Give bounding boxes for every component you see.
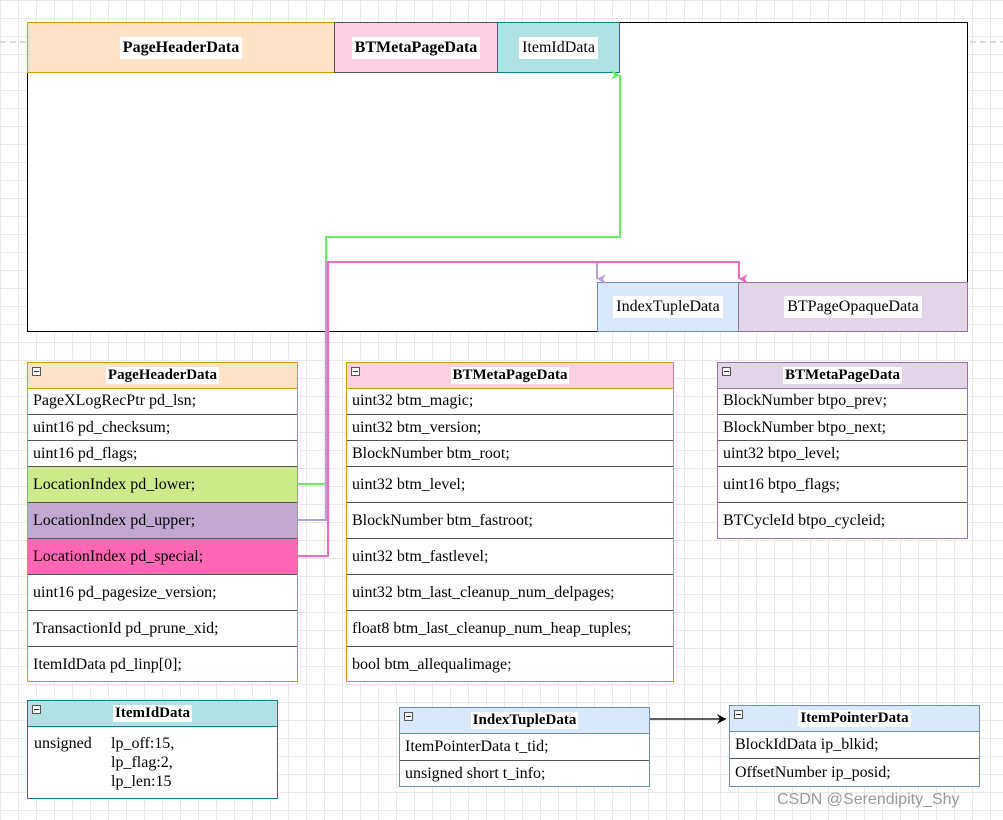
bt-opaque-table: BTMetaPageData BlockNumber btpo_prev; Bl… <box>717 362 968 539</box>
itemid-segment-label: ItemIdData <box>519 36 598 59</box>
itemid-field: lp_flag:2, <box>111 754 173 771</box>
bt-meta-table: BTMetaPageData uint32 btm_magic; uint32 … <box>346 362 674 682</box>
field-text: OffsetNumber ip_posid; <box>735 764 891 781</box>
itemid-table-title: ItemIdData <box>113 705 192 722</box>
table-row: float8 btm_last_cleanup_num_heap_tuples; <box>347 611 673 647</box>
collapse-icon[interactable] <box>404 712 413 721</box>
field-text: float8 btm_last_cleanup_num_heap_tuples; <box>352 619 632 637</box>
itemid-field: lp_len:15 <box>111 773 172 790</box>
field-text: uint32 btpo_level; <box>723 444 840 462</box>
field-text: uint32 btm_fastlevel; <box>352 547 489 565</box>
table-row: uint16 pd_flags; <box>28 441 297 467</box>
index-tuple-table-title: IndexTupleData <box>470 712 579 729</box>
item-pointer-table-title: ItemPointerData <box>798 710 911 727</box>
table-row-pd-special: LocationIndex pd_special; <box>28 539 297 575</box>
field-text: uint32 btm_last_cleanup_num_delpages; <box>352 583 615 601</box>
item-pointer-table-header: ItemPointerData <box>730 706 979 732</box>
field-text: BlockIdData ip_blkid; <box>735 735 879 753</box>
table-row: uint32 btm_level; <box>347 467 673 503</box>
field-text: TransactionId pd_prune_xid; <box>33 619 219 637</box>
table-row: PageXLogRecPtr pd_lsn; <box>28 388 297 415</box>
field-text: BlockNumber btpo_next; <box>723 418 887 436</box>
table-row-pd-lower: LocationIndex pd_lower; <box>28 467 297 503</box>
field-text: LocationIndex pd_upper; <box>33 511 196 529</box>
field-text: ItemIdData pd_linp[0]; <box>33 655 182 673</box>
table-row: ItemPointerData t_tid; <box>400 733 649 761</box>
field-text: PageXLogRecPtr pd_lsn; <box>33 392 197 409</box>
table-row: uint32 btm_version; <box>347 415 673 441</box>
collapse-icon[interactable] <box>351 367 360 376</box>
collapse-icon[interactable] <box>734 710 743 719</box>
bt-meta-table-header: BTMetaPageData <box>347 363 673 389</box>
itemid-type: unsigned <box>34 735 92 752</box>
field-text: BlockNumber btm_root; <box>352 444 510 462</box>
page-header-segment: PageHeaderData <box>27 22 335 73</box>
table-row: bool btm_allequalimage; <box>347 647 673 682</box>
page-header-table-title: PageHeaderData <box>105 367 220 384</box>
field-text: LocationIndex pd_lower; <box>33 475 196 493</box>
field-text: uint16 pd_checksum; <box>33 418 171 436</box>
page-header-table-header: PageHeaderData <box>28 363 297 389</box>
itemid-segment: ItemIdData <box>497 22 620 73</box>
field-text: uint32 btm_level; <box>352 475 466 493</box>
watermark: CSDN @Serendipity_Shy <box>777 791 960 808</box>
table-row: uint32 btm_magic; <box>347 388 673 415</box>
bt-opaque-table-title: BTMetaPageData <box>783 367 902 384</box>
index-tuple-segment-label: IndexTupleData <box>613 296 723 318</box>
field-text: uint16 pd_flags; <box>33 444 138 462</box>
table-row: uint16 btpo_flags; <box>718 467 967 503</box>
bt-meta-table-title: BTMetaPageData <box>450 367 570 384</box>
table-row: uint32 btm_last_cleanup_num_delpages; <box>347 575 673 611</box>
bt-meta-segment: BTMetaPageData <box>334 22 498 73</box>
field-text: BTCycleId btpo_cycleid; <box>723 512 886 529</box>
field-text: BlockNumber btm_fastroot; <box>352 511 533 529</box>
field-text: uint32 btm_magic; <box>352 392 474 409</box>
itemid-field: lp_off:15, <box>111 735 175 752</box>
index-tuple-table: IndexTupleData ItemPointerData t_tid; un… <box>399 707 650 787</box>
field-text: LocationIndex pd_special; <box>33 547 204 565</box>
item-pointer-table: ItemPointerData BlockIdData ip_blkid; Of… <box>729 705 980 787</box>
page-header-segment-label: PageHeaderData <box>119 36 243 59</box>
field-text: BlockNumber btpo_prev; <box>723 392 887 409</box>
itemid-table: ItemIdData unsigned lp_off:15, lp_flag:2… <box>27 700 278 799</box>
collapse-icon[interactable] <box>32 367 41 376</box>
table-row: uint32 btpo_level; <box>718 441 967 467</box>
table-row: unsigned short t_info; <box>400 761 649 787</box>
table-row: TransactionId pd_prune_xid; <box>28 611 297 647</box>
table-row: BlockNumber btm_root; <box>347 441 673 467</box>
index-tuple-segment: IndexTupleData <box>597 282 739 332</box>
table-row: ItemIdData pd_linp[0]; <box>28 647 297 682</box>
table-row: BlockIdData ip_blkid; <box>730 731 979 759</box>
table-row: BlockNumber btm_fastroot; <box>347 503 673 539</box>
collapse-icon[interactable] <box>32 705 41 714</box>
field-text: unsigned short t_info; <box>405 765 546 782</box>
field-text: bool btm_allequalimage; <box>352 655 512 673</box>
index-tuple-table-header: IndexTupleData <box>400 708 649 734</box>
bt-opaque-segment-label: BTPageOpaqueData <box>784 296 922 318</box>
field-text: uint16 pd_pagesize_version; <box>33 583 217 601</box>
bt-opaque-table-header: BTMetaPageData <box>718 363 967 389</box>
field-text: uint16 btpo_flags; <box>723 475 840 493</box>
field-text: ItemPointerData t_tid; <box>405 737 549 755</box>
table-row: uint16 pd_pagesize_version; <box>28 575 297 611</box>
table-row: BlockNumber btpo_prev; <box>718 388 967 415</box>
table-row: OffsetNumber ip_posid; <box>730 759 979 787</box>
table-row-pd-upper: LocationIndex pd_upper; <box>28 503 297 539</box>
bt-meta-segment-label: BTMetaPageData <box>351 36 481 59</box>
table-row: BTCycleId btpo_cycleid; <box>718 503 967 539</box>
page-header-table: PageHeaderData PageXLogRecPtr pd_lsn; ui… <box>27 362 298 682</box>
table-row: BlockNumber btpo_next; <box>718 415 967 441</box>
table-row: uint32 btm_fastlevel; <box>347 539 673 575</box>
bt-opaque-segment: BTPageOpaqueData <box>738 282 968 332</box>
table-row: uint16 pd_checksum; <box>28 415 297 441</box>
collapse-icon[interactable] <box>722 367 731 376</box>
field-text: uint32 btm_version; <box>352 418 482 436</box>
itemid-table-header: ItemIdData <box>28 701 277 727</box>
